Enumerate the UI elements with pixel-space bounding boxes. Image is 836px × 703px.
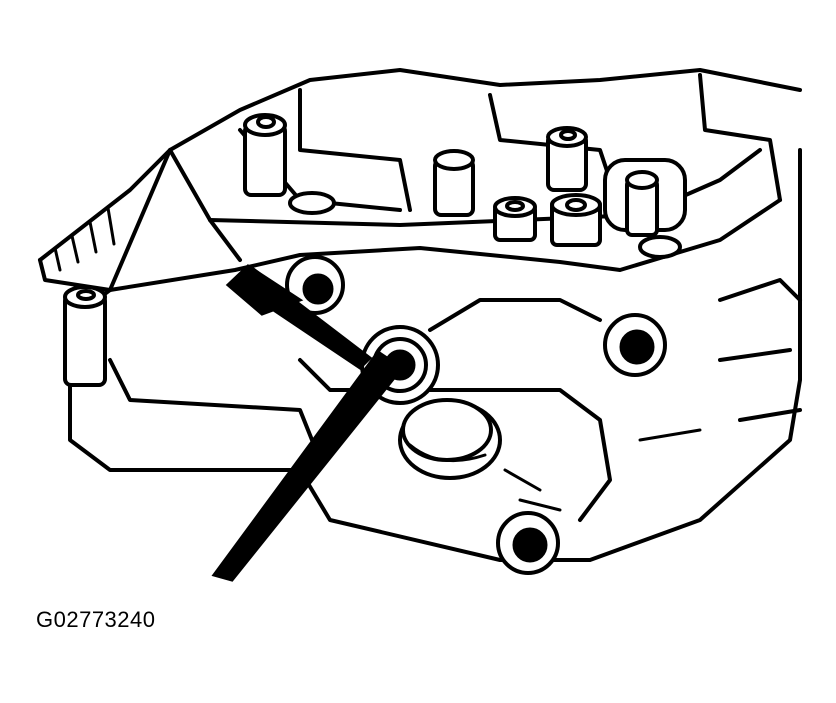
pointer-arrow [225,264,373,370]
bolt-bores [285,255,667,575]
cup-plug [398,398,502,480]
figure-id-label: G02773240 [36,607,156,632]
cylinder-head-body [38,68,802,562]
valve-studs [63,113,687,387]
tool-rod [211,349,405,582]
